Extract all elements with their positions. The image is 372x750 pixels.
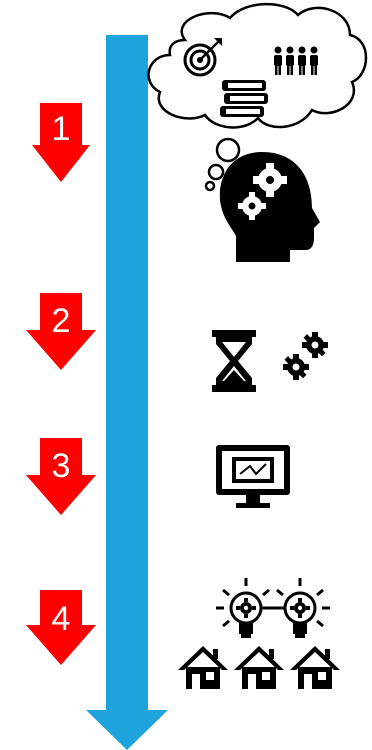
step-arrow-3: 3 [26,438,96,515]
gear-icon [238,192,266,220]
step-arrow-2: 2 [26,293,96,370]
house-icon [178,646,228,689]
step-arrow-1: 1 [32,103,90,182]
target-icon [183,38,222,77]
thinking-head-with-gears-icon [219,152,320,262]
gears-icon [283,332,328,380]
people-group-icon [274,46,318,75]
house-icon [234,646,284,689]
lightbulb-icon [216,578,270,638]
computer-monitor-icon [216,445,290,508]
stack-of-books-icon [220,80,268,117]
step-number-4: 4 [52,600,71,638]
hourglass-icon [212,330,256,392]
step-number-3: 3 [52,447,71,485]
gear-icon [253,163,287,197]
step-arrow-4: 4 [26,590,96,665]
step-number-1: 1 [52,110,71,148]
lightbulb-icon [262,578,330,638]
house-icon [290,646,340,689]
step-number-2: 2 [52,302,71,340]
thought-cloud [147,2,368,192]
timeline-arrow [86,35,168,750]
